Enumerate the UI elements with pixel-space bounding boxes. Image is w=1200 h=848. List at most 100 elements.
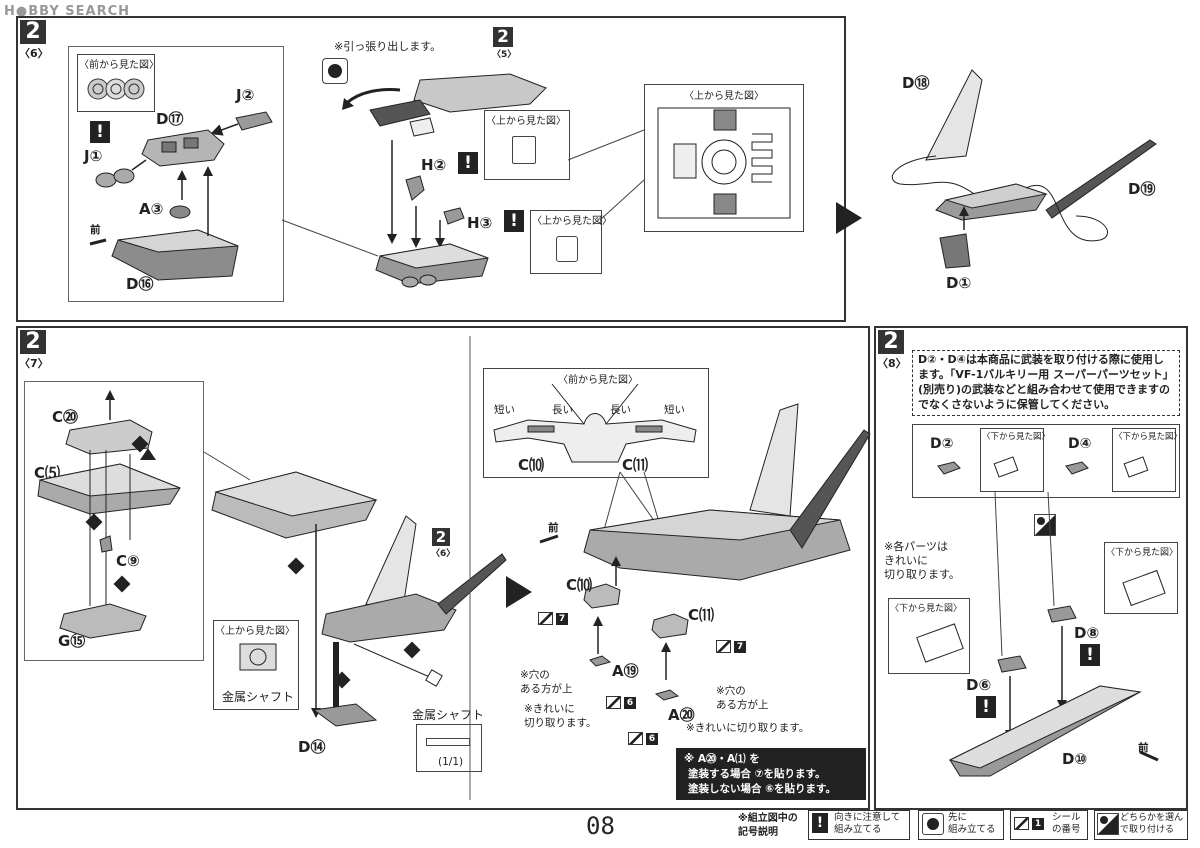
paint-note-line: 塗装する場合 ⑦を貼ります。: [688, 768, 826, 780]
front-view-title: 〈前から見た図〉: [79, 60, 159, 71]
tail-assembly-drawing: [891, 69, 1157, 269]
step-arrow: [836, 202, 862, 234]
paint-note-box: [676, 748, 866, 800]
step-subnumber: 〈8〉: [877, 357, 907, 370]
subassembly-drawing: [89, 111, 273, 281]
pylon-assembly-drawing: [916, 491, 1166, 777]
part-label-a28: A⑲: [612, 662, 639, 680]
part-label-d18: D⑱: [902, 74, 930, 92]
part-label-a27: A⑳: [668, 706, 695, 724]
legend-text: 向きに注意して 組み立てる: [834, 812, 901, 835]
callout-lines: [567, 129, 645, 221]
part-label-d4: D④: [1068, 436, 1092, 452]
exclamation-icon: !: [976, 696, 996, 718]
bottom-view-title: 〈下から見た図〉: [1114, 432, 1183, 442]
front-view-drawing: [87, 78, 145, 100]
top-view-drawing-c: [657, 107, 791, 219]
step-arrow: [506, 576, 532, 608]
part-label-h3: H③: [467, 214, 493, 232]
clean-cut-note: ※きれいに 切り取ります。: [524, 703, 597, 729]
parts-clean-cut-note: ※各パーツは きれいに 切り取ります。: [884, 540, 960, 581]
callout-lines-2: [203, 451, 251, 481]
part-icons: [937, 456, 1149, 478]
part-label-d1: D①: [946, 274, 972, 292]
part-label-d2: D②: [930, 436, 954, 452]
part-label-d16: D⑯: [126, 275, 154, 293]
top-view-box: [213, 620, 299, 710]
legend-title: ※組立図中の 記号説明: [738, 813, 798, 838]
wing-frame-drawing: [342, 73, 547, 288]
bottom-view-title: 〈下から見た図〉: [982, 432, 1051, 442]
front-direction-label: 前: [548, 522, 559, 534]
body-assembly-drawing: [211, 471, 507, 727]
paint-note-line: ※ A⑳・A⑴ を: [684, 753, 760, 765]
long-label: 長い: [552, 404, 573, 416]
aircraft-drawing: [539, 403, 871, 586]
step-number: 2: [20, 20, 46, 44]
explode-drawing: [37, 390, 181, 639]
part-label-c21: C⑳: [52, 408, 79, 426]
part-label-d6: D⑥: [966, 676, 992, 694]
ref-step-number: 2: [432, 528, 450, 546]
part-label-c32: C⑾: [622, 456, 649, 474]
short-label: 短い: [494, 404, 515, 416]
callout-lines-3: [469, 336, 471, 800]
page-number: 08: [586, 812, 615, 840]
pull-out-note: ※引っ張り出します。: [334, 40, 442, 53]
hole-side-up-note: ※穴の ある方が上: [520, 669, 573, 695]
part-label-c31: C⑽: [518, 456, 545, 474]
circle-first-icon: [922, 813, 944, 835]
exclamation-icon: !: [1080, 644, 1100, 666]
short-label: 短い: [664, 404, 685, 416]
top-view-drawing: [239, 643, 277, 671]
exclamation-icon: !: [458, 152, 478, 174]
exclamation-icon: !: [812, 813, 828, 833]
part-label-h2: H②: [421, 156, 447, 174]
exclamation-icon: !: [504, 210, 524, 232]
ref-step-subnumber: 〈6〉: [431, 549, 456, 559]
metal-shaft-label: 金属シャフト: [412, 708, 485, 722]
ref-step-number: 2: [493, 27, 513, 47]
step-number: 2: [878, 330, 904, 354]
step-subnumber: 〈6〉: [19, 47, 49, 60]
sticker-ref-6: 6: [606, 696, 636, 709]
part-label-j1: J①: [84, 147, 103, 165]
metal-shaft-label: 金属シャフト: [222, 690, 295, 704]
top-view-title: 〈上から見た図〉: [215, 626, 295, 637]
top-view-title-c: 〈上から見た図〉: [684, 91, 764, 102]
part-label-c31: C⑽: [566, 576, 593, 594]
part-label-a3: A③: [139, 200, 164, 218]
hole-side-up-note: ※穴の ある方が上: [716, 685, 769, 711]
notice-box: [912, 350, 1180, 416]
sticker-ref-6: 6: [628, 732, 658, 745]
legend-text: シール の番号: [1052, 812, 1081, 835]
part-label-d19: D⑲: [1128, 180, 1156, 198]
part-label-d10: D⑩: [1062, 750, 1088, 768]
part-label-c32: C⑾: [688, 606, 715, 624]
sticker-ref-7: 7: [538, 612, 568, 625]
small-parts-drawing: [583, 583, 689, 701]
front-view-drawing: [493, 383, 697, 463]
part-label-j2: J②: [236, 86, 255, 104]
ref-step-subnumber: 〈5〉: [492, 50, 517, 60]
clean-cut-note: ※きれいに切り取ります。: [686, 722, 810, 734]
front-direction-label: 前: [90, 224, 101, 236]
watermark: H●BBY SEARCH: [4, 4, 131, 19]
top-view-part-b: [556, 236, 578, 262]
top-view-title-a: 〈上から見た図〉: [486, 116, 566, 127]
part-label-d14: D⑭: [298, 738, 326, 756]
exclamation-icon: !: [90, 121, 110, 143]
part-label-c9: C⑨: [116, 552, 140, 570]
legend-text: 先に 組み立てる: [948, 812, 996, 835]
sticker-icon: 1: [1014, 817, 1044, 830]
step-subnumber: 〈7〉: [19, 357, 49, 370]
sticker-ref-7: 7: [716, 640, 746, 653]
bottom-view-title: 〈下から見た図〉: [890, 604, 963, 614]
paint-note-line: 塗装しない場合 ⑥を貼ります。: [688, 783, 836, 795]
scale-label: (1/1): [438, 756, 464, 768]
legend-text: どちらかを選ん で取り付ける: [1120, 813, 1184, 835]
top-view-part-a: [512, 136, 536, 164]
notice-text: D②・D④は本商品に武装を取り付ける際に使用します。「VF-1バルキリー用 スー…: [918, 353, 1171, 411]
circle-first-icon: [322, 58, 348, 84]
top-view-title-b: 〈上から見た図〉: [532, 216, 612, 227]
